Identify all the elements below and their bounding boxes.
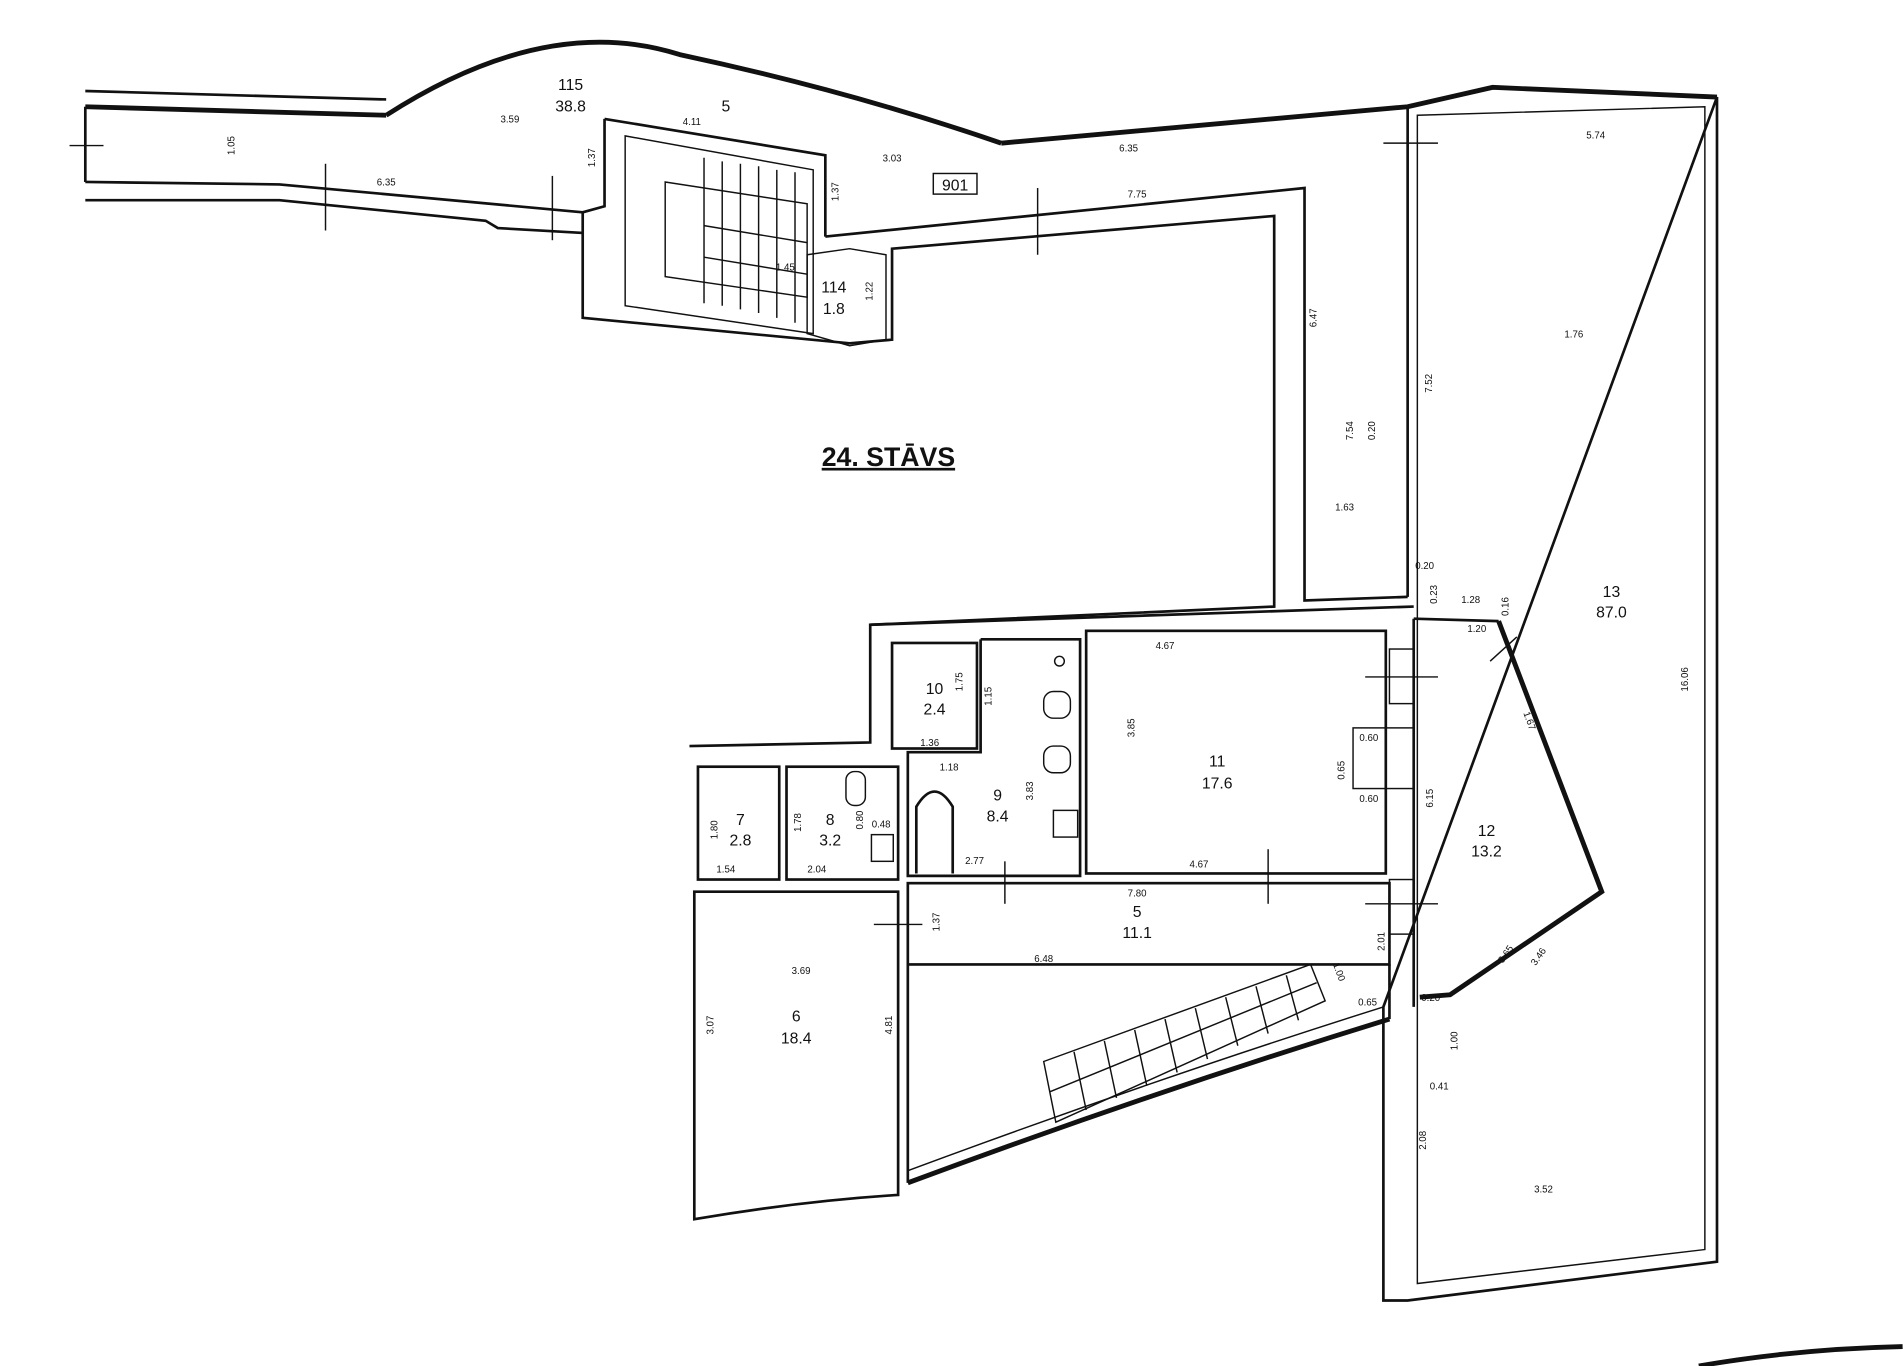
dimension: 6.48 [1034,954,1053,965]
walls [69,39,1719,1302]
dimension: 4.67 [1156,641,1175,652]
dimension: 3.46 [1529,946,1549,968]
dimension: 2.04 [807,864,826,875]
dimension: 0.48 [872,819,891,830]
room-area: 2.4 [924,702,946,719]
dimension: 6.35 [1119,144,1138,155]
room-number: 7 [736,812,745,829]
dimension: 0.80 [855,810,866,829]
dimension: 16.06 [1680,667,1691,691]
dimension: 2.01 [1377,932,1388,951]
dimension: 3.85 [1127,718,1138,737]
room-number: 115 [558,77,583,94]
dimension: 2.08 [1418,1131,1429,1150]
dimension: 1.00 [1449,1031,1460,1050]
dimension: 4.67 [1190,859,1209,870]
dimension: 3.03 [883,153,902,164]
room-area: 11.1 [1122,925,1152,942]
dimension: 7.75 [1128,190,1147,201]
room-area: 87.0 [1596,604,1627,621]
dimension: 1.28 [1461,595,1480,606]
room-number: 114 [821,279,846,296]
room-area: 2.8 [729,833,751,850]
dimension: 1.76 [1564,329,1583,340]
room-area: 18.4 [781,1030,812,1047]
dimension: 4.11 [683,117,701,128]
dimension: 1.20 [1467,624,1486,635]
stair-label: 5 [721,99,730,116]
dimension: 1.80 [709,820,720,839]
room-area: 17.6 [1202,776,1233,793]
dimension: 1.63 [1335,503,1354,514]
room-labels: 115 38.8 114 1.8 13 87.0 11 17.6 12 13.2… [555,77,1627,1048]
dimension: 0.41 [1430,1081,1449,1092]
dimension: 4.81 [884,1016,895,1035]
dimension: 7.52 [1424,374,1435,393]
floor-title: 24. STĀVS [822,442,955,472]
room-number: 9 [993,788,1002,805]
dimension: 6.47 [1309,308,1320,327]
dimension: 0.20 [1421,993,1440,1004]
boxed-label: 901 [942,177,968,194]
room-number: 8 [826,812,835,829]
dimension: 3.07 [706,1016,717,1035]
dimension: 6.35 [377,178,396,189]
room-area: 1.8 [823,301,845,318]
room-area: 38.8 [555,99,586,116]
dimension: 0.20 [1415,561,1434,572]
dimension: 1.45 [776,263,795,274]
dimension: 1.37 [831,182,842,201]
room-area: 3.2 [819,833,841,850]
dimension: 1.15 [984,687,995,706]
dimension: 0.60 [1359,794,1378,805]
dimension: 0.23 [1429,585,1440,604]
dimension: 1.18 [940,762,959,773]
room-area: 8.4 [987,808,1009,825]
room-number: 12 [1478,823,1496,840]
dimension: 3.59 [500,115,519,126]
dimension: 1.37 [931,913,942,932]
dimension: 3.69 [792,966,811,977]
dimension: 0.60 [1359,733,1378,744]
dimension: 1.75 [954,672,965,691]
dimension: 0.16 [1500,597,1511,616]
room-area: 13.2 [1471,843,1502,860]
dimension: 1.36 [920,738,939,749]
dimension: 7.80 [1128,889,1147,900]
dimension: 1.22 [865,282,876,301]
room-number: 5 [1133,904,1142,921]
dimension: 2.77 [965,856,984,867]
dimension: 1.05 [227,136,238,155]
dimension: 0.65 [1358,998,1377,1009]
dimension-labels: 3.59 1.05 4.11 1.37 6.35 3.03 6.35 7.75 … [227,115,1691,1196]
dimension: 0.20 [1367,421,1378,440]
dimension: 1.37 [587,148,598,167]
dimension: 1.54 [716,864,735,875]
room-number: 10 [926,681,944,698]
room-number: 6 [792,1008,801,1025]
room-number: 11 [1209,754,1225,771]
dimension: 1.78 [793,813,804,832]
dimension: 5.74 [1586,130,1605,141]
dimension: 3.83 [1025,782,1036,801]
dimension: 0.65 [1337,761,1348,780]
dimension: 7.54 [1345,421,1356,440]
room-number: 13 [1603,584,1621,601]
dimension: 6.15 [1425,789,1436,808]
scan-edge-mark [1698,1344,1903,1366]
dimension: 3.52 [1534,1185,1553,1196]
